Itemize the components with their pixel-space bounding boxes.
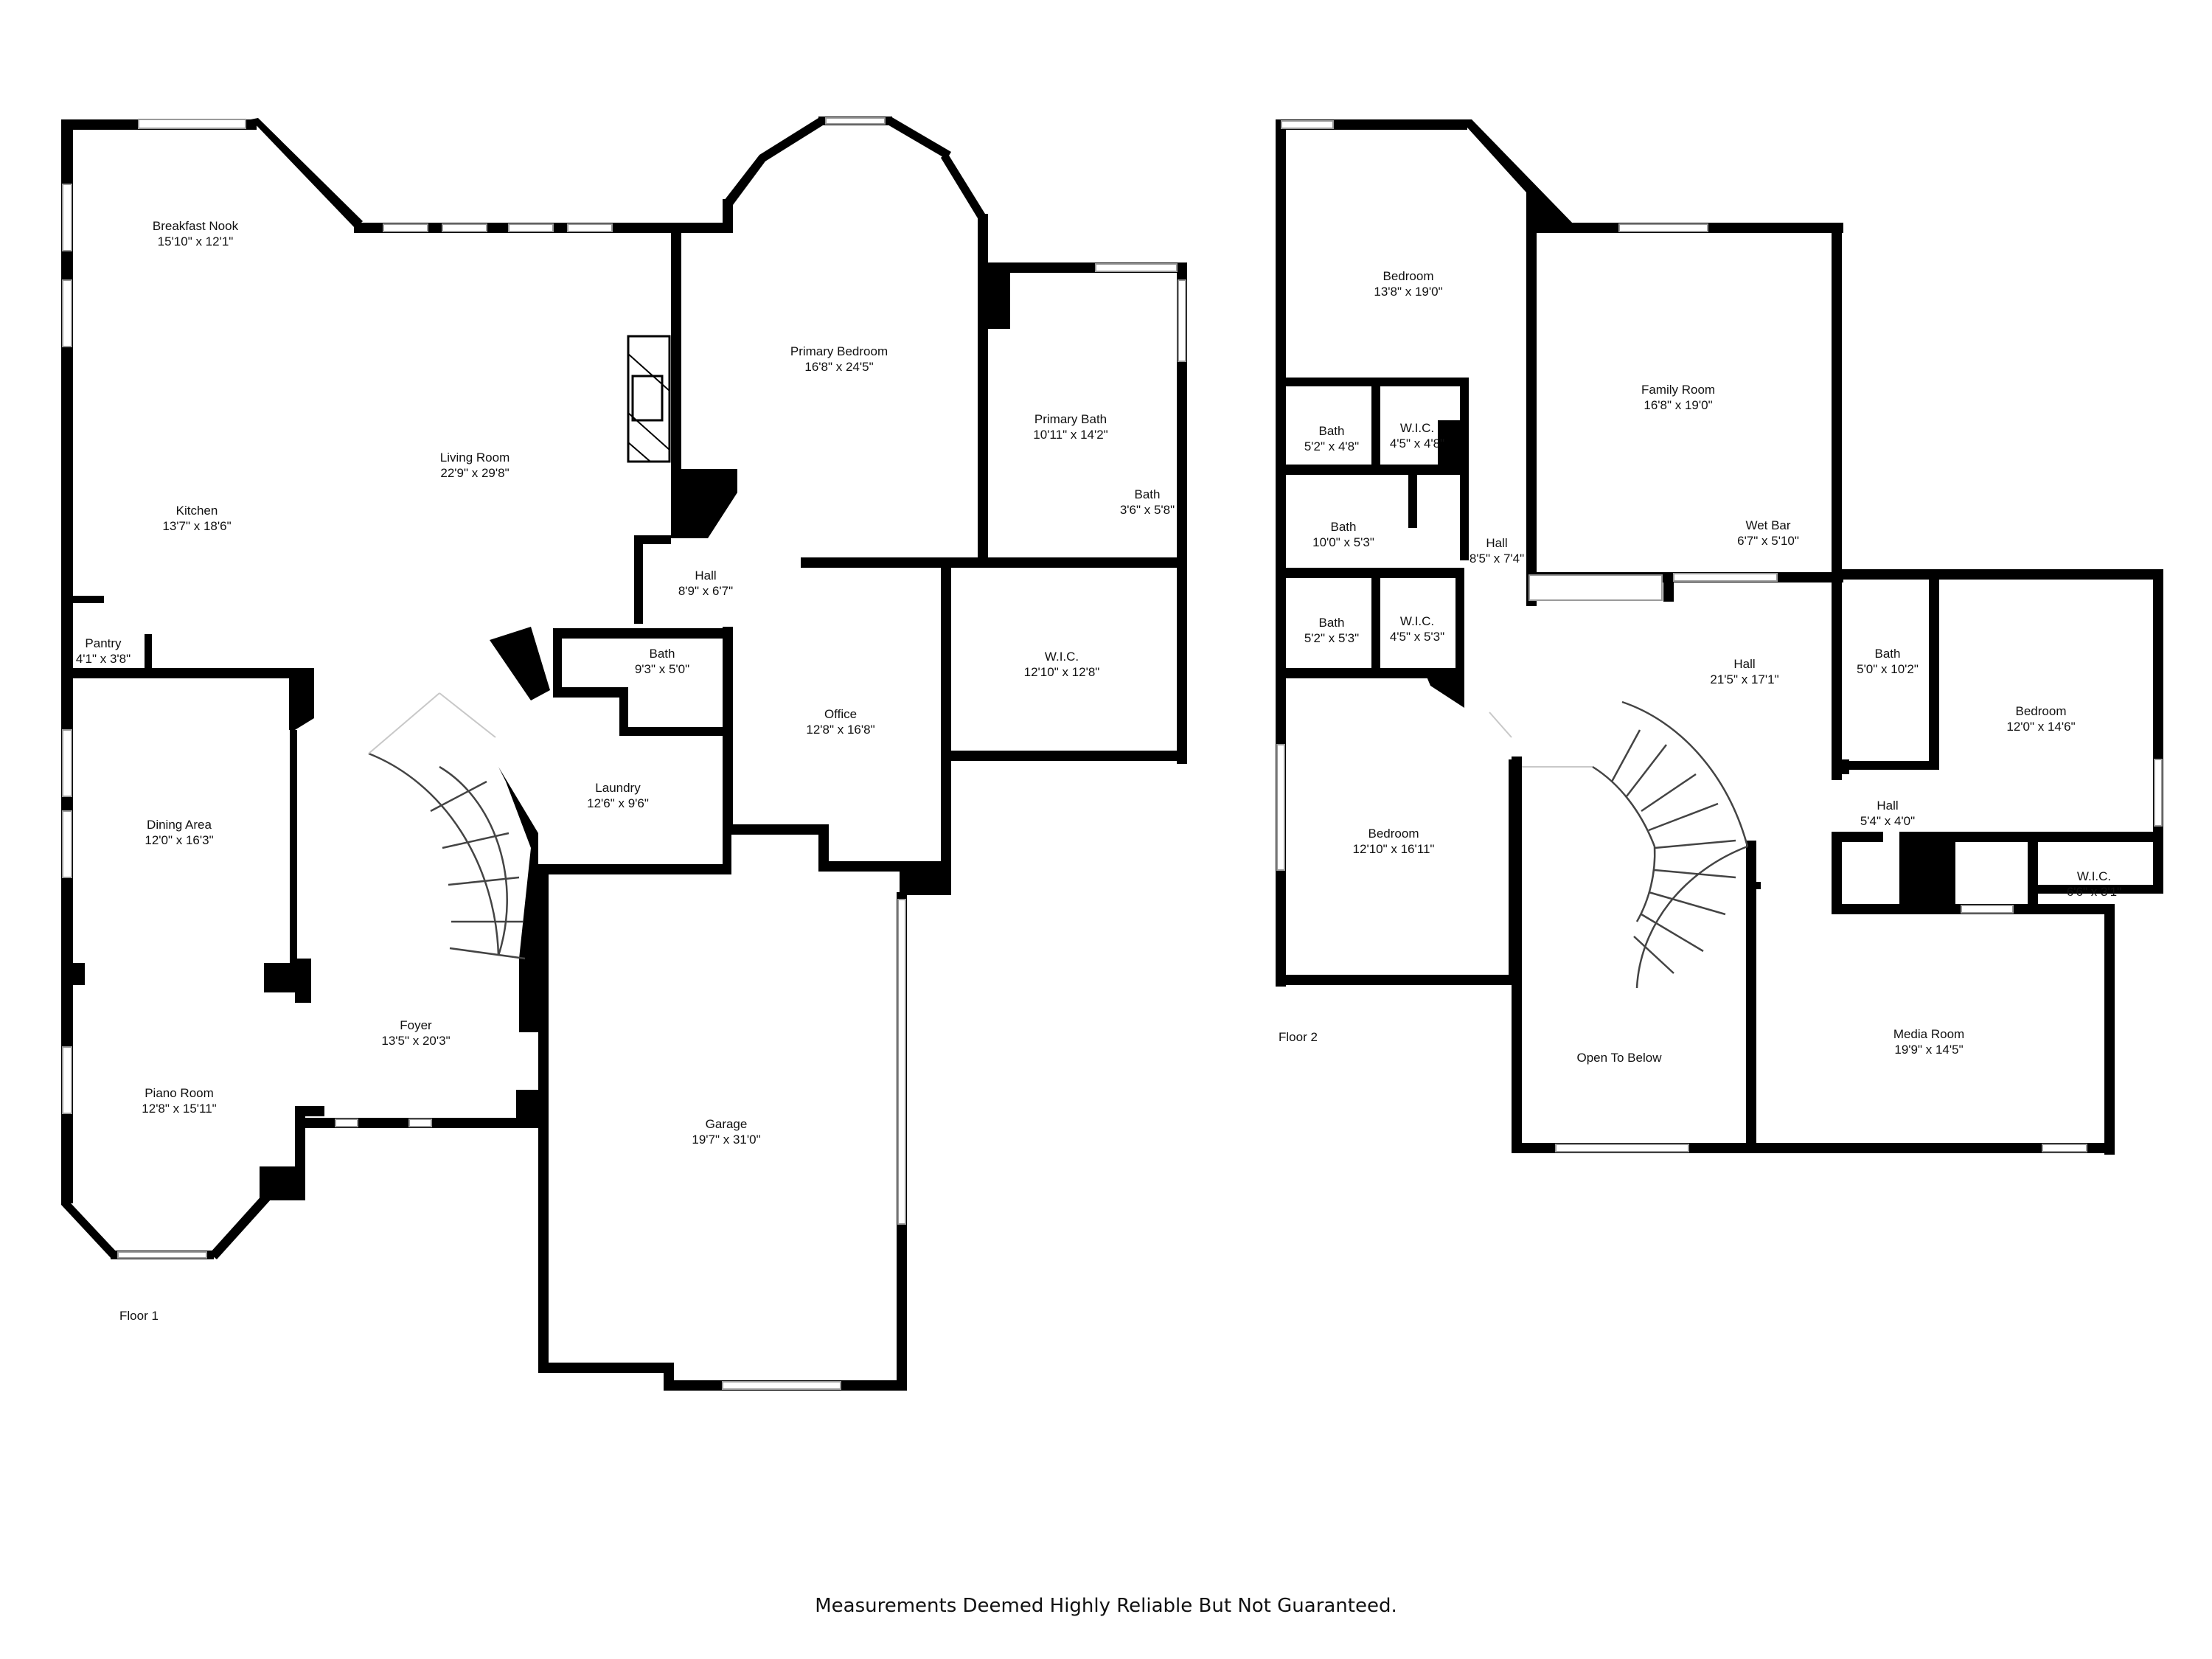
- room-dimensions: 4'1" x 3'8": [76, 652, 131, 666]
- room-dimensions: 12'8" x 16'8": [806, 723, 874, 737]
- floor-2-walls: [1276, 119, 2163, 1155]
- room-name: Bath: [1319, 616, 1345, 630]
- room-dimensions: 6'6" x 3'1": [2067, 885, 2121, 899]
- room-name: Pantry: [85, 636, 122, 650]
- room-name: Bath: [1875, 647, 1901, 661]
- room-dimensions: 12'6" x 9'6": [587, 796, 649, 810]
- room-name: Hall: [1877, 799, 1898, 813]
- room-dimensions: 12'0" x 16'3": [145, 833, 213, 847]
- room-dimensions: 3'6" x 5'8": [1120, 503, 1175, 517]
- room-name: Hall: [695, 568, 716, 582]
- room-dimensions: 4'5" x 4'8": [1390, 437, 1444, 451]
- room-name: Family Room: [1641, 383, 1715, 397]
- room-name: Bedroom: [1368, 827, 1419, 841]
- room-name: Primary Bath: [1034, 412, 1107, 426]
- floor-1-staircase: [368, 692, 526, 960]
- room-name: Laundry: [595, 781, 641, 795]
- floor-1-windows: [62, 117, 1186, 1390]
- room-dimensions: 8'9" x 6'7": [678, 584, 733, 598]
- room-name: Media Room: [1893, 1027, 1964, 1041]
- room-dimensions: 6'7" x 5'10": [1737, 534, 1799, 548]
- room-dimensions: 15'10" x 12'1": [158, 234, 234, 248]
- floor-1-label: Floor 1: [119, 1309, 159, 1323]
- room-name: Garage: [706, 1117, 748, 1131]
- room-dimensions: 13'8" x 19'0": [1374, 285, 1442, 299]
- floor-1-plan: Breakfast Nook 15'10" x 12'1" Living Roo…: [61, 116, 1187, 1391]
- room-dimensions: 19'7" x 31'0": [692, 1133, 760, 1147]
- room-name: Living Room: [440, 451, 510, 465]
- fireplace: [627, 335, 671, 463]
- room-dimensions: 22'9" x 29'8": [440, 466, 509, 480]
- room-name: Bath: [650, 647, 675, 661]
- room-dimensions: 10'0" x 5'3": [1312, 535, 1374, 549]
- room-dimensions: 4'5" x 5'3": [1390, 630, 1444, 644]
- room-name: Office: [824, 707, 857, 721]
- room-dimensions: 12'8" x 15'11": [142, 1102, 216, 1116]
- room-dimensions: 5'4" x 4'0": [1860, 814, 1915, 828]
- room-name: Breakfast Nook: [153, 219, 239, 233]
- room-name: Foyer: [400, 1018, 432, 1032]
- room-name: Hall: [1486, 536, 1507, 550]
- room-dimensions: 13'5" x 20'3": [381, 1034, 450, 1048]
- floor-2-room-labels: Bedroom 13'8" x 19'0" Family Room 16'8" …: [1304, 269, 2121, 1065]
- room-dimensions: 5'0" x 10'2": [1857, 662, 1919, 676]
- room-name: Bath: [1135, 487, 1161, 501]
- room-dimensions: 5'2" x 4'8": [1304, 439, 1359, 453]
- room-name: Bedroom: [1383, 269, 1434, 283]
- room-name: W.I.C.: [1400, 614, 1434, 628]
- room-name: Piano Room: [145, 1086, 214, 1100]
- room-name: W.I.C.: [1045, 650, 1079, 664]
- room-name: Hall: [1733, 657, 1755, 671]
- room-name: Bath: [1319, 424, 1345, 438]
- floor-2-staircase: [1592, 700, 1749, 989]
- room-dimensions: 10'11" x 14'2": [1033, 428, 1107, 442]
- floor-1-walls: [61, 116, 1187, 1391]
- room-dimensions: 19'9" x 14'5": [1894, 1043, 1963, 1057]
- floor-1-room-labels: Breakfast Nook 15'10" x 12'1" Living Roo…: [76, 219, 1175, 1147]
- room-dimensions: 16'8" x 24'5": [804, 360, 873, 374]
- room-name: Open To Below: [1577, 1051, 1663, 1065]
- room-dimensions: 8'5" x 7'4": [1470, 552, 1524, 566]
- room-name: W.I.C.: [1400, 421, 1434, 435]
- room-dimensions: 5'2" x 5'3": [1304, 631, 1359, 645]
- room-dimensions: 9'3" x 5'0": [635, 662, 689, 676]
- room-name: Primary Bedroom: [790, 344, 888, 358]
- room-dimensions: 13'7" x 18'6": [162, 519, 231, 533]
- room-dimensions: 16'8" x 19'0": [1644, 398, 1712, 412]
- room-name: Wet Bar: [1745, 518, 1790, 532]
- room-name: Bedroom: [2016, 704, 2067, 718]
- room-dimensions: 21'5" x 17'1": [1710, 672, 1778, 686]
- disclaimer-text: Measurements Deemed Highly Reliable But …: [815, 1595, 1397, 1617]
- floor-2-windows: [1276, 120, 2163, 1152]
- room-dimensions: 12'10" x 12'8": [1024, 665, 1100, 679]
- room-name: W.I.C.: [2077, 869, 2111, 883]
- room-name: Bath: [1331, 520, 1357, 534]
- room-name: Dining Area: [147, 818, 212, 832]
- floor-2-label: Floor 2: [1279, 1030, 1318, 1044]
- floor-2-plan: Bedroom 13'8" x 19'0" Family Room 16'8" …: [1276, 119, 2163, 1155]
- room-dimensions: 12'0" x 14'6": [2006, 720, 2075, 734]
- room-name: Kitchen: [176, 504, 218, 518]
- room-dimensions: 12'10" x 16'11": [1353, 842, 1435, 856]
